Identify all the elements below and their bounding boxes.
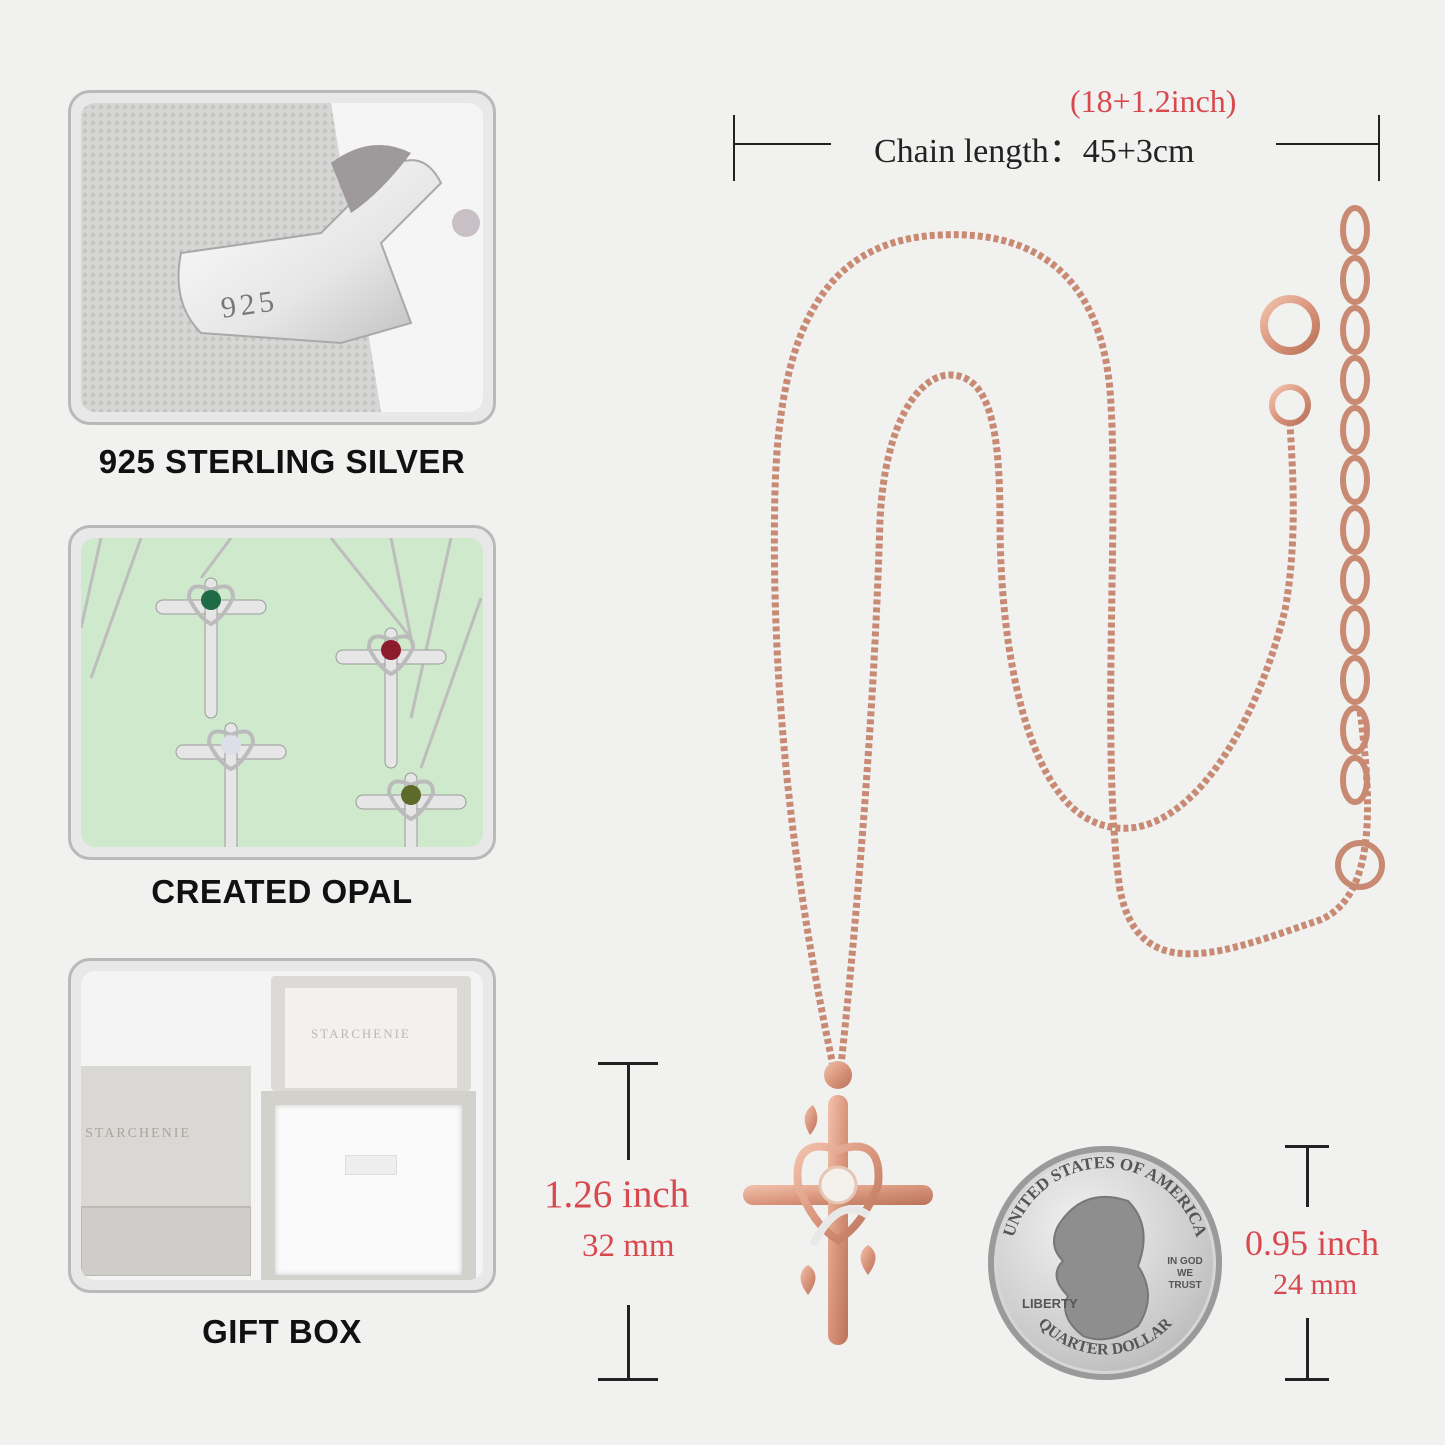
pendant-dim-top-line — [627, 1062, 630, 1160]
giftbox-label: GIFT BOX — [202, 1313, 362, 1350]
coin-size-inch: 0.95 inch — [1245, 1223, 1379, 1263]
opal-photo-panel — [68, 525, 496, 860]
pendant-dim-bottom-cap — [598, 1378, 658, 1381]
chain-length-inch: (18+1.2inch) — [1070, 83, 1237, 119]
pendant-size-mm: 32 mm — [582, 1228, 675, 1264]
coin-dim-bottom-cap — [1285, 1378, 1329, 1381]
giftbox-photo-panel: STARCHENIE STARCHENIE — [68, 958, 496, 1293]
cross-pendant — [743, 1061, 933, 1345]
closed-box: STARCHENIE — [81, 1066, 251, 1276]
giftbox-photo: STARCHENIE STARCHENIE — [81, 971, 483, 1280]
pendant-green — [155, 577, 267, 719]
coin-motto: IN GOD WE TRUST — [1167, 1256, 1203, 1291]
open-box-lid: STARCHENIE — [271, 976, 471, 1091]
silver-photo: 925 — [81, 103, 483, 412]
open-box-base — [261, 1091, 476, 1280]
coin-liberty: LIBERTY — [1022, 1296, 1078, 1311]
quarter-coin: UNITED STATES OF AMERICA QUARTER DOLLAR … — [988, 1146, 1222, 1380]
coin-size-mm: 24 mm — [1273, 1268, 1358, 1301]
coin-dim-bottom-line — [1306, 1318, 1309, 1380]
chain-dim-right-line — [1276, 143, 1380, 145]
necklace-illustration — [743, 205, 1385, 1345]
svg-text:UNITED STATES OF AMERICA: UNITED STATES OF AMERICA — [999, 1153, 1211, 1240]
coin-top-text: UNITED STATES OF AMERICA — [999, 1153, 1211, 1240]
silver-label: 925 STERLING SILVER — [98, 443, 466, 480]
opal-label: CREATED OPAL — [151, 873, 413, 910]
coin-bottom-text: QUARTER DOLLAR — [1035, 1315, 1176, 1359]
chain-length-cm: Chain length：45+3cm — [874, 133, 1195, 170]
chain-dim-right-tick — [1378, 115, 1380, 181]
silver-photo-panel: 925 — [68, 90, 496, 425]
chain-dim-left-tick — [733, 115, 735, 181]
coin-dim-top-line — [1306, 1145, 1309, 1207]
closed-box-brand: STARCHENIE — [85, 1126, 191, 1141]
svg-text:QUARTER DOLLAR: QUARTER DOLLAR — [1035, 1315, 1176, 1359]
open-box-brand: STARCHENIE — [311, 1026, 411, 1041]
pendant-dim-bottom-line — [627, 1305, 630, 1381]
chain-dim-left-line — [733, 143, 831, 145]
pendant-size-inch: 1.26 inch — [544, 1173, 690, 1216]
opal-photo — [81, 538, 483, 847]
